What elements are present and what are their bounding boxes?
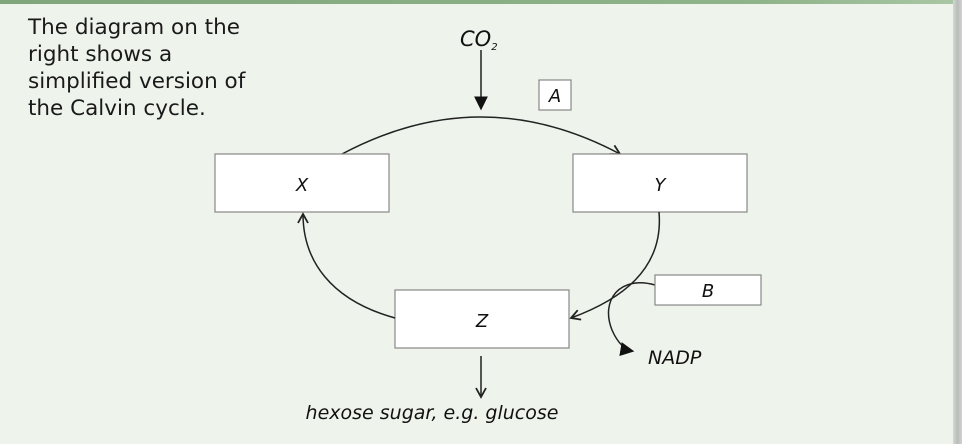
arrow-y-to-z <box>569 211 661 321</box>
box-y-label: Y <box>655 175 668 196</box>
arrow-x-to-y <box>341 116 622 156</box>
box-y: Y <box>572 153 748 213</box>
box-a-label: A <box>548 86 561 107</box>
box-z-label: Z <box>475 311 489 332</box>
intro-text: The diagram on the right shows a simplif… <box>28 15 246 121</box>
nadp-label: NADP <box>648 347 702 369</box>
box-b: B <box>654 274 762 306</box>
panel-top-border <box>0 0 953 4</box>
box-x-label: X <box>295 175 309 196</box>
product-label: hexose sugar, e.g. glucose <box>306 402 559 424</box>
box-a: A <box>538 79 572 111</box>
co2-label: CO2 <box>460 27 498 53</box>
box-x: X <box>214 153 390 213</box>
panel-right-shadow <box>953 0 962 444</box>
box-b-label: B <box>702 281 714 302</box>
arrow-b-to-nadp <box>607 282 656 356</box>
box-z: Z <box>394 289 570 349</box>
arrow-z-to-x <box>297 212 396 319</box>
